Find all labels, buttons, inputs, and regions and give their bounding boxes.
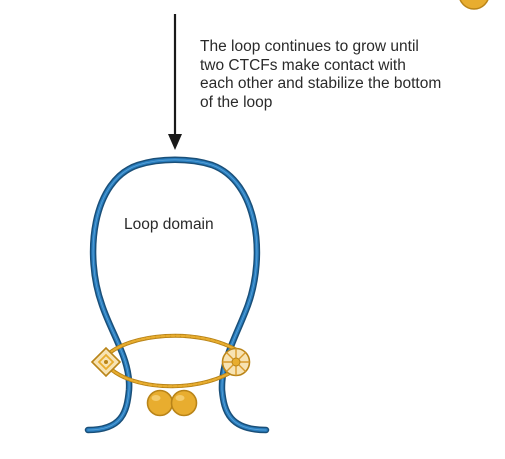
loop-domain-label: Loop domain [124,216,214,233]
cohesin-right-bead [170,389,198,417]
ctcf-right-icon [221,347,251,377]
cohesin-ring [104,333,242,389]
dna-loop [84,156,270,434]
down-arrow-icon [168,14,182,150]
partial-cohesin-icon [459,0,489,10]
ctcf-left-icon [90,346,122,378]
figure-caption: The loop continues to grow until two CTC… [200,38,442,111]
cohesin-left-bead [146,389,174,417]
